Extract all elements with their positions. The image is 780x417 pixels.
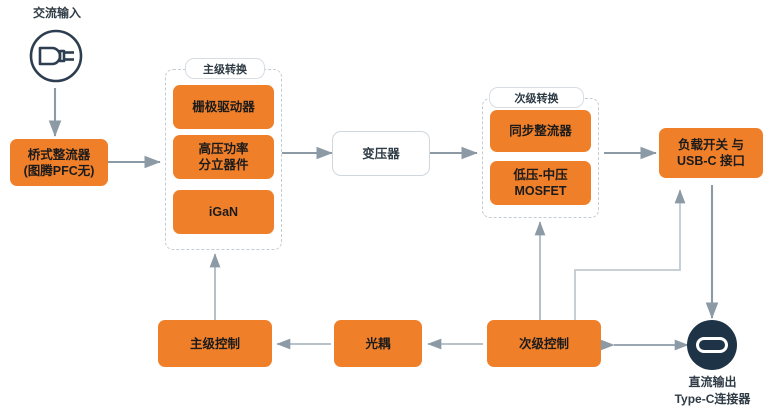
ac-plug-icon [29,29,83,83]
node-secondary-control[interactable]: 次级控制 [487,320,601,367]
edge-secondarycontrol-to-loadswitch [574,189,686,320]
usb-c-caption-line2: Type-C连接器 [674,391,751,406]
node-gate-driver[interactable]: 栅极驱动器 [173,85,274,129]
node-lv-mv-mosfet[interactable]: 低压-中压 MOSFET [490,161,591,205]
node-optocoupler[interactable]: 光耦 [334,320,422,367]
group-label-primary-conversion: 主级转换 [185,58,265,79]
node-primary-control[interactable]: 主级控制 [158,320,272,367]
usb-c-connector-icon [687,320,737,370]
node-load-switch[interactable]: 负载开关 与 USB-C 接口 [659,128,763,178]
node-bridge-rectifier[interactable]: 桥式整流器 (图腾PFC无) [10,139,108,186]
ac-input-label: 交流输入 [32,6,81,20]
node-transformer[interactable]: 变压器 [332,131,430,176]
usb-c-caption-line1: 直流输出 [688,375,737,389]
group-label-secondary-conversion: 次级转换 [489,87,584,108]
node-sync-rectifier[interactable]: 同步整流器 [490,110,591,152]
node-hv-discrete[interactable]: 高压功率 分立器件 [173,135,274,179]
usb-c-output-caption: 直流输出 Type-C连接器 [655,374,770,408]
node-igan[interactable]: iGaN [173,190,274,234]
